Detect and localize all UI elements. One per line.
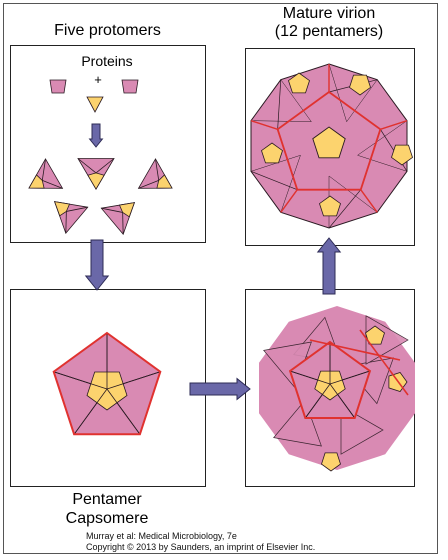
assembly-vertex-top-right <box>365 325 385 345</box>
virion-facet-line <box>280 79 312 122</box>
protomer-right <box>137 158 173 189</box>
arrow-protomers-to-pentamer <box>84 239 110 291</box>
protomer-divider <box>95 158 115 174</box>
virion-vertex-pentamer <box>288 72 310 94</box>
virion-edge-line <box>277 79 282 130</box>
protomer-bottom-right <box>100 202 136 235</box>
virion-edge-line <box>250 171 298 191</box>
protomer-left <box>28 158 64 189</box>
virion-red-edge <box>328 91 381 131</box>
protomer-divider <box>41 158 46 181</box>
virion-red-spoke <box>360 189 378 213</box>
protomer-divider <box>42 180 63 189</box>
credit-source: Murray et al: Medical Microbiology, 7e <box>86 531 237 541</box>
protomer-divider <box>138 180 159 189</box>
virion-facet-line <box>346 79 378 122</box>
virion-red-edge <box>359 129 382 190</box>
assembly-vertex-bottom <box>321 452 341 472</box>
pentamer-spoke <box>304 383 331 419</box>
protomer-yellow <box>87 172 105 190</box>
pentamer-spoke <box>53 371 108 390</box>
virion-red-edge <box>277 91 330 131</box>
assembly-facet <box>273 399 322 447</box>
virion-edge-line <box>328 189 362 229</box>
label-pentamer: Pentamer <box>72 491 142 508</box>
virion-vertex-pentamer <box>319 195 341 217</box>
pentamer-rim <box>288 340 372 419</box>
label-12-pentamers: (12 pentamers) <box>274 23 384 40</box>
protomer-bottom-left <box>53 201 89 234</box>
label-capsomere: Capsomere <box>65 510 149 527</box>
virion-facet-line <box>357 155 408 172</box>
virion-red-spoke <box>380 119 408 130</box>
virion-facet-line <box>357 120 408 156</box>
credit-copyright: Copyright © 2013 by Saunders, an imprint… <box>86 542 316 552</box>
pentamer-spoke <box>73 388 108 435</box>
protein-pink-left <box>49 79 67 94</box>
label-five-protomers: Five protomers <box>54 22 161 39</box>
virion-vertex-pentamer <box>349 74 371 96</box>
virion-facet-line <box>328 175 378 213</box>
pentamer-spoke <box>289 370 331 385</box>
protomer-yellow <box>28 174 45 189</box>
arrow-pentamer-to-assembly <box>189 377 251 401</box>
pentamer-spoke <box>329 370 371 385</box>
pentamer-capsomere <box>52 331 162 436</box>
virion-vertex-pentamer <box>391 144 413 166</box>
protomer-divider <box>101 207 123 213</box>
arrow-assembly-to-virion <box>316 237 342 295</box>
protomer-divider <box>65 211 67 234</box>
assembly-red-edge <box>359 329 409 396</box>
virion-facet-line <box>250 155 301 172</box>
virion-red-edge <box>276 129 299 190</box>
assembly-pentamer-center <box>288 340 372 419</box>
pentamer-rim <box>52 331 162 436</box>
virion-pentamer-center <box>312 126 346 159</box>
protomer-center <box>77 158 115 190</box>
assembly-red-edge <box>309 339 401 361</box>
protomer-yellow <box>53 201 71 217</box>
virion-red-spoke <box>280 189 298 213</box>
protein-pink-right <box>121 79 139 94</box>
protomer-divider <box>122 212 124 235</box>
virion-facet-line <box>280 155 301 213</box>
pentamer-spoke <box>106 371 161 390</box>
pentamer-spoke <box>106 388 141 435</box>
protomer-yellow <box>118 202 136 218</box>
label-mature-virion: Mature virion <box>282 5 376 22</box>
pentamer-spoke <box>329 383 356 419</box>
virion-red-spoke <box>250 119 278 130</box>
protomer-divider <box>66 206 88 212</box>
protein-yellow <box>86 96 104 113</box>
virion-vertex-pentamer <box>261 142 283 164</box>
figure-frame <box>3 3 438 554</box>
arrow-proteins-to-protomer <box>88 123 104 148</box>
label-proteins: Proteins <box>81 53 133 69</box>
label-plus: + <box>94 72 102 87</box>
protomer-yellow <box>156 174 173 189</box>
virion-facet-line <box>251 120 312 122</box>
protomer-divider <box>155 158 160 181</box>
protomer-divider <box>77 158 97 174</box>
virion-facet-line <box>328 63 347 122</box>
